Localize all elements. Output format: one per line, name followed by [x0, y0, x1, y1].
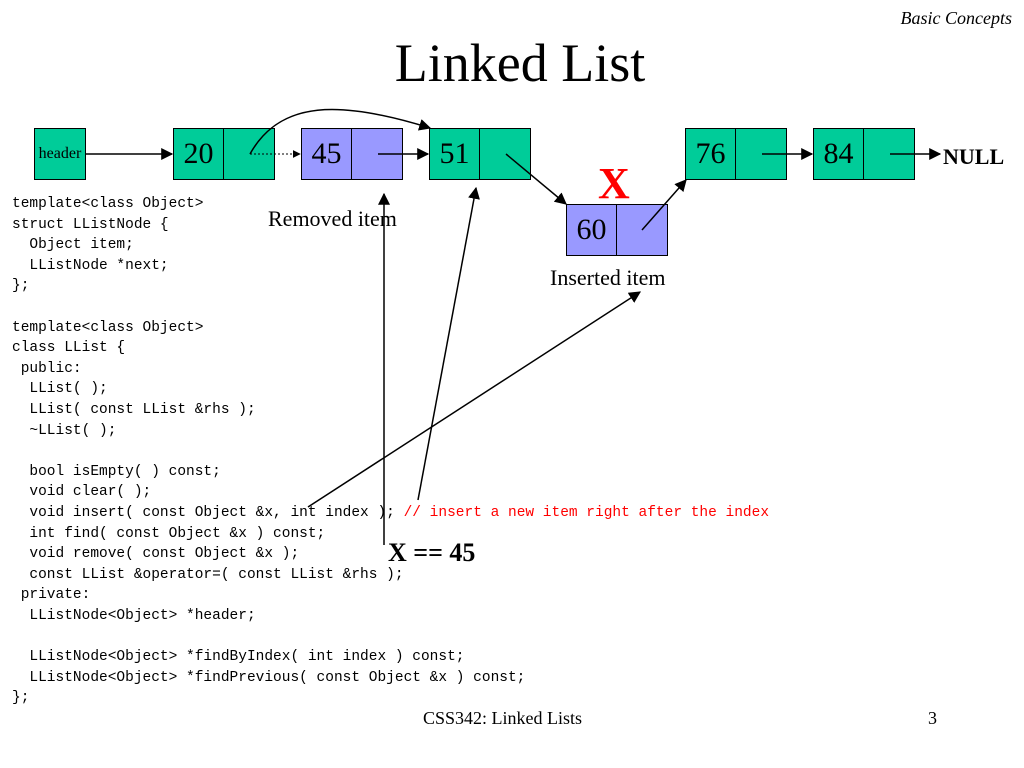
- condition-label: X == 45: [388, 538, 476, 567]
- null-label: NULL: [943, 144, 1005, 169]
- node-pointer: [224, 129, 274, 179]
- slide-title: Linked List: [394, 33, 646, 93]
- node-value: 45: [302, 129, 352, 179]
- node-45-removed: 45: [301, 128, 403, 180]
- node-pointer: [352, 129, 402, 179]
- code-listing: template<class Object> struct LListNode …: [12, 194, 769, 709]
- code-line: bool isEmpty( ) const;: [12, 463, 221, 480]
- node-pointer: [736, 129, 786, 179]
- code-line: ~LList( );: [12, 422, 117, 439]
- node-pointer: [864, 129, 914, 179]
- node-76: 76: [685, 128, 787, 180]
- node-pointer: [480, 129, 530, 179]
- code-line: private:: [12, 587, 91, 604]
- code-line: template<class Object>: [12, 196, 204, 212]
- code-line: LListNode *next;: [12, 257, 169, 274]
- code-line: LList( const LList &rhs );: [12, 401, 256, 418]
- node-value: 84: [814, 129, 864, 179]
- code-line: Object item;: [12, 237, 134, 254]
- code-line: };: [12, 690, 30, 707]
- code-line: class LList {: [12, 340, 126, 357]
- section-label: Basic Concepts: [900, 8, 1012, 28]
- node-84: 84: [813, 128, 915, 180]
- code-line: const LList &operator=( const LList &rhs…: [12, 566, 404, 583]
- code-line: template<class Object>: [12, 319, 204, 336]
- code-line: };: [12, 278, 30, 295]
- code-line: int find( const Object &x ) const;: [12, 525, 326, 542]
- code-line: void clear( );: [12, 484, 152, 501]
- insert-comment: // insert a new item right after the ind…: [403, 504, 770, 521]
- node-value: 51: [430, 129, 480, 179]
- code-line: LListNode<Object> *findByIndex( int inde…: [12, 649, 465, 666]
- node-value: 20: [174, 129, 224, 179]
- code-line: LListNode<Object> *findPrevious( const O…: [12, 669, 526, 686]
- removed-item-caption: Removed item: [268, 206, 397, 231]
- node-value: 76: [686, 129, 736, 179]
- node-20: 20: [173, 128, 275, 180]
- code-line: public:: [12, 360, 82, 377]
- header-node: header: [34, 128, 86, 180]
- delete-x-mark: X: [598, 159, 630, 208]
- code-line: void remove( const Object &x );: [12, 546, 300, 563]
- node-value: 60: [567, 205, 617, 255]
- node-51: 51: [429, 128, 531, 180]
- header-label: header: [38, 145, 82, 162]
- code-line: LList( );: [12, 381, 108, 398]
- page-number: 3: [928, 708, 937, 728]
- code-line: LListNode<Object> *header;: [12, 607, 256, 624]
- code-line: void insert( const Object &x, int index …: [12, 504, 404, 521]
- slide-footer: CSS342: Linked Lists: [423, 708, 583, 728]
- code-line: struct LListNode {: [12, 216, 169, 233]
- inserted-item-caption: Inserted item: [550, 265, 666, 290]
